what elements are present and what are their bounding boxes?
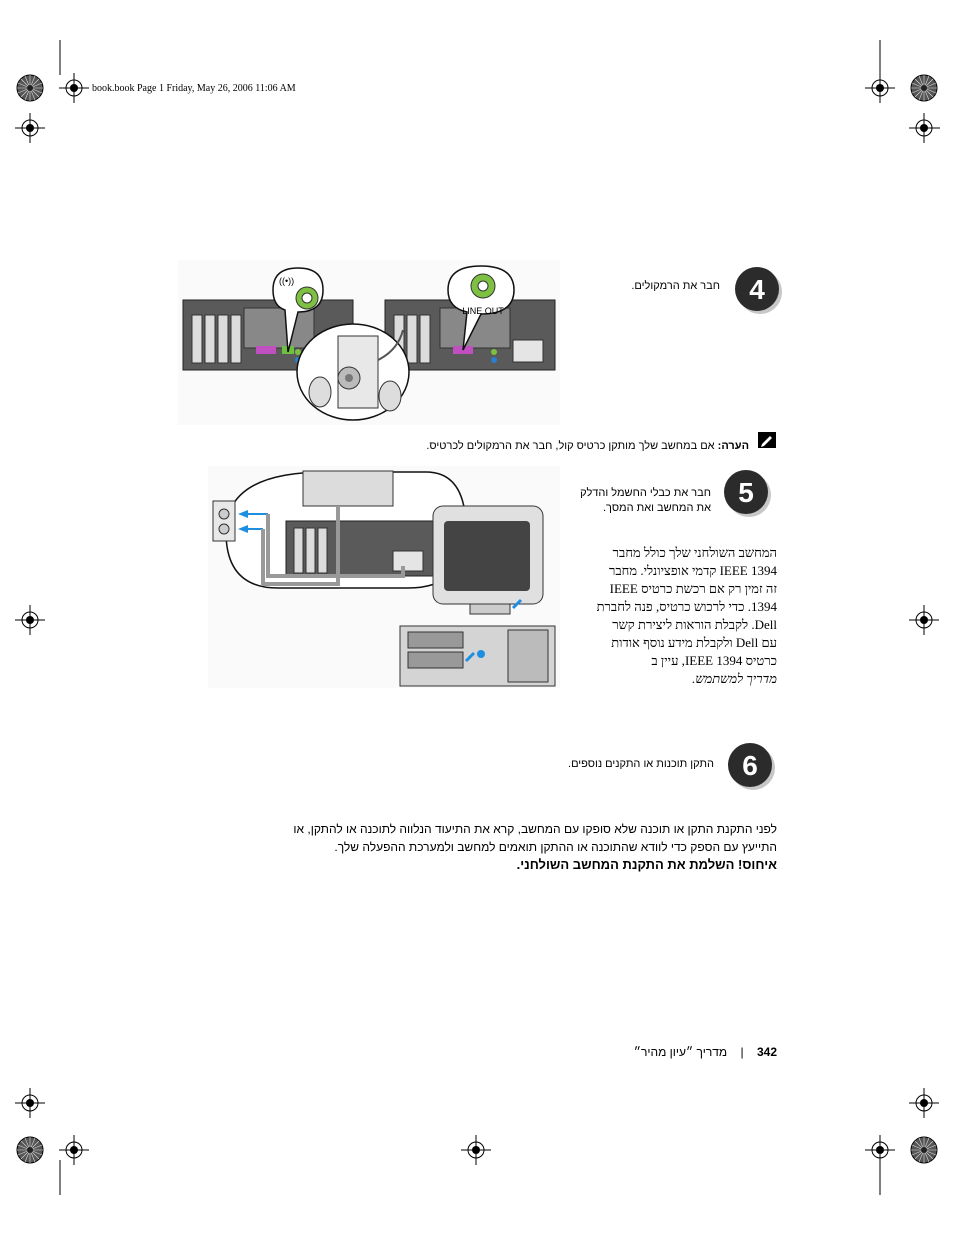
power-connection-figure	[208, 466, 560, 688]
print-header: book.book Page 1 Friday, May 26, 2006 11…	[92, 83, 296, 94]
note-pencil-icon	[758, 432, 776, 448]
ieee-para-line: כרטיס IEEE 1394, עיין ב	[651, 653, 777, 668]
ieee-para-line: IEEE 1394 קדמי אופציונלי. מחבר	[609, 563, 777, 578]
step-5-number: 5	[738, 477, 754, 508]
completion-notice: איחוס! השלמת את התקנת המחשב השולחני.	[516, 857, 777, 872]
install-paragraph: לפני התקנת התקן או תוכנה שלא סופקו עם המ…	[177, 820, 777, 856]
note-text: אם במחשב שלך מותקן כרטיס קול, חבר את הרמ…	[426, 440, 715, 452]
step-6-badge: 6	[728, 743, 775, 790]
ieee-para-line: מדריך למשתמש.	[692, 671, 777, 686]
ieee-para-line: זה זמין רק אם רכשת כרטיס IEEE	[609, 581, 777, 596]
svg-text:((•)): ((•))	[279, 276, 294, 286]
step-4-number: 4	[749, 274, 765, 305]
guide-title: מדריך ״עיון מהיר״	[633, 1045, 728, 1059]
step-5-badge: 5	[724, 470, 771, 517]
page-number: 342	[756, 1045, 777, 1059]
note-label: הערה:	[717, 440, 749, 452]
note-line: הערה: אם במחשב שלך מותקן כרטיס קול, חבר …	[189, 440, 749, 452]
ieee-para-line: עם Dell ולקבלת מידע נוסף אודות	[611, 635, 777, 650]
install-para-line: לפני התקנת התקן או תוכנה שלא סופקו עם המ…	[293, 822, 777, 836]
ieee-para-line: המחשב השולחני שלך כולל מחבר	[612, 545, 777, 560]
step-5-text-line: חבר את כבלי החשמל והדלק	[580, 487, 711, 499]
step-5-text-line: את המחשב ואת המסך.	[603, 502, 711, 514]
line-out-label: LINE OUT	[462, 306, 504, 316]
step-4-badge: 4	[735, 267, 782, 314]
step-6-text: התקן תוכנות או התקנים נוספים.	[568, 758, 714, 770]
footer-separator: |	[740, 1045, 744, 1059]
step-6-number: 6	[742, 750, 758, 781]
install-para-line: התייעץ עם הספק כדי לוודא שהתוכנה או ההתק…	[334, 840, 777, 854]
step-4-text: חבר את הרמקולים.	[631, 280, 720, 292]
ieee-para-line: 1394. כדי לרכוש כרטיס, פנה לחברת	[596, 599, 777, 614]
ieee-1394-paragraph: המחשב השולחני שלך כולל מחבר IEEE 1394 קד…	[567, 544, 777, 688]
step-5-text: חבר את כבלי החשמל והדלק את המחשב ואת המס…	[511, 486, 711, 516]
ieee-para-line: Dell. לקבלת הוראות ליצירת קשר	[612, 617, 777, 632]
speaker-connection-figure: ((•)) LINE OUT	[178, 260, 560, 425]
page-footer: 342 | מדריך ״עיון מהיר״	[477, 1045, 777, 1059]
